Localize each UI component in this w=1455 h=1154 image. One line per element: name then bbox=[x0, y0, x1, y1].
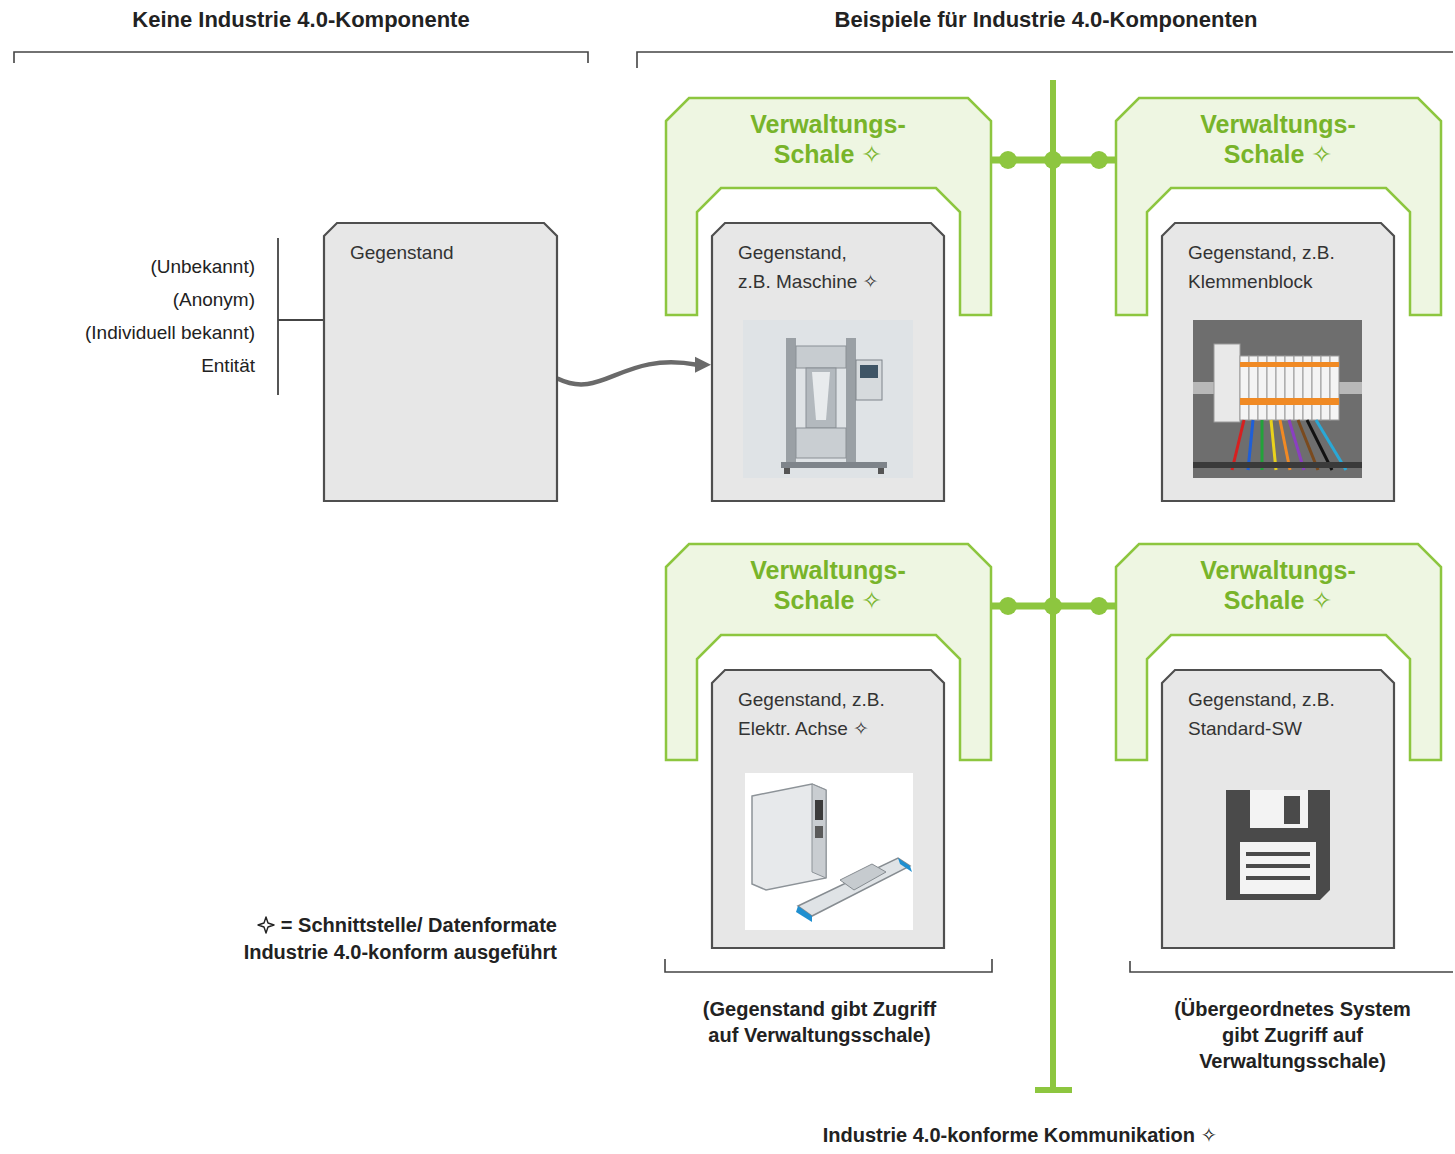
group-bracket bbox=[665, 959, 992, 972]
heading: Beispiele für Industrie 4.0-Komponenten bbox=[637, 6, 1455, 35]
asset-text: Gegenstand, z.B. Maschine ✧ bbox=[738, 238, 883, 297]
box-shape bbox=[712, 223, 944, 501]
asset-text: Gegenstand, z.B. Klemmenblock bbox=[1188, 238, 1355, 297]
connector bbox=[558, 357, 711, 385]
terminal-block-picture bbox=[1193, 320, 1362, 478]
electric-axis-picture bbox=[745, 773, 913, 930]
arrow-line bbox=[558, 362, 697, 384]
link-dot bbox=[1090, 151, 1108, 169]
administration-shell: Verwaltungs- Schale ✧ Gegenstand, z.B. Kl… bbox=[1115, 97, 1442, 502]
heading: Keine Industrie 4.0-Komponente bbox=[14, 6, 588, 35]
bus-label: Industrie 4.0-konforme Kommunikation ✧ bbox=[740, 1122, 1300, 1148]
asset-box: Gegenstand, z.B. Maschine ✧ bbox=[711, 222, 945, 502]
box-outline bbox=[1161, 222, 1395, 502]
link-dot bbox=[1090, 597, 1108, 615]
entity-state: (Individuell bekannt) bbox=[20, 321, 255, 346]
bus-end bbox=[1035, 1087, 1072, 1093]
box-shape bbox=[1162, 223, 1394, 501]
asset-box: Gegenstand bbox=[323, 222, 558, 502]
legend-text: = Schnittstelle/ Datenformate Industrie … bbox=[244, 914, 557, 963]
heading-bracket bbox=[637, 52, 1453, 68]
administration-shell: Verwaltungs- Schale ✧ Gegenstand, z.B. El… bbox=[665, 543, 992, 949]
asset-box: Gegenstand, z.B. Klemmenblock bbox=[1161, 222, 1395, 502]
entity-state: (Unbekannt) bbox=[20, 255, 255, 280]
box-shape bbox=[712, 670, 944, 948]
shell-title: Verwaltungs- Schale ✧ bbox=[1168, 555, 1388, 615]
group-bracket bbox=[1130, 961, 1453, 972]
machine-picture bbox=[743, 320, 913, 478]
box-outline bbox=[323, 222, 558, 502]
box-outline bbox=[711, 222, 945, 502]
asset-box: Gegenstand, z.B. Elektr. Achse ✧ bbox=[711, 669, 945, 949]
entity-label: Entität bbox=[20, 354, 255, 379]
box-outline bbox=[711, 669, 945, 949]
administration-shell: Verwaltungs- Schale ✧ Gegenstand, z.B. St… bbox=[1115, 543, 1442, 949]
shell-title: Verwaltungs- Schale ✧ bbox=[1168, 109, 1388, 169]
asset-text: Gegenstand, z.B. Standard-SW bbox=[1188, 685, 1345, 744]
entity-state: (Anonym) bbox=[20, 288, 255, 313]
communication-bus bbox=[1050, 80, 1056, 1092]
link-dot bbox=[999, 597, 1017, 615]
floppy-disk-picture bbox=[1226, 790, 1330, 900]
box-shape bbox=[1162, 670, 1394, 948]
connector bbox=[992, 151, 1115, 169]
group-note: (Übergeordnetes System gibt Zugriff auf … bbox=[1160, 996, 1425, 1074]
link-dot bbox=[999, 151, 1017, 169]
legend-symbol bbox=[257, 916, 275, 934]
arrowhead bbox=[695, 357, 711, 373]
box-outline bbox=[1161, 669, 1395, 949]
group-note: (Gegenstand gibt Zugriff auf Verwaltungs… bbox=[692, 996, 947, 1048]
bus-dot bbox=[1044, 151, 1062, 169]
shell-title: Verwaltungs- Schale ✧ bbox=[718, 109, 938, 169]
administration-shell: Verwaltungs- Schale ✧ Gegenstand, z.B. Ma… bbox=[665, 97, 992, 502]
shell-title: Verwaltungs- Schale ✧ bbox=[718, 555, 938, 615]
legend: = Schnittstelle/ Datenformate Industrie … bbox=[177, 912, 557, 966]
bus-dot bbox=[1044, 597, 1062, 615]
connector bbox=[992, 597, 1115, 615]
entity-bracket bbox=[278, 238, 323, 395]
star-symbol bbox=[258, 917, 274, 933]
asset-text: Gegenstand bbox=[350, 238, 548, 267]
asset-text: Gegenstand, z.B. Elektr. Achse ✧ bbox=[738, 685, 913, 744]
heading-bracket bbox=[14, 52, 588, 63]
asset-box: Gegenstand, z.B. Standard-SW bbox=[1161, 669, 1395, 949]
box-shape bbox=[324, 223, 557, 501]
